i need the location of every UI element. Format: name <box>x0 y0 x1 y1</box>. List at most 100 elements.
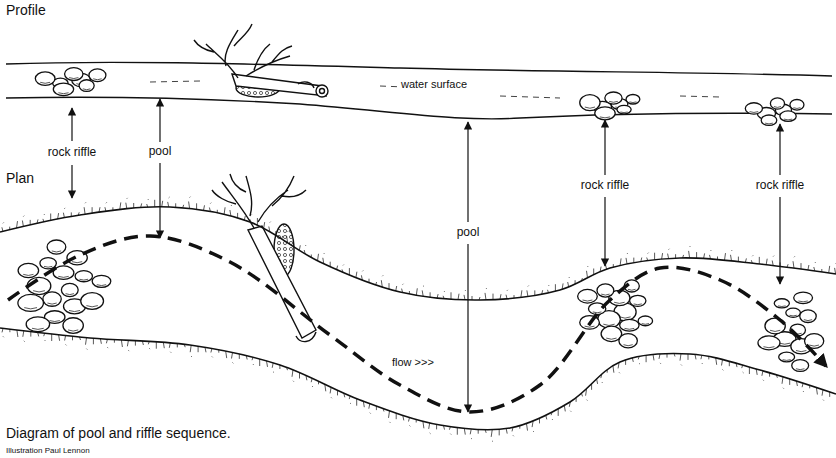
rock-shading <box>620 317 631 318</box>
rock-shading <box>774 106 781 108</box>
rock <box>47 240 66 254</box>
rock-shading <box>24 308 37 309</box>
rock-shading <box>603 324 614 325</box>
rock <box>26 317 49 332</box>
water-surface-line <box>6 62 832 76</box>
rock-shading <box>72 262 82 263</box>
rock-shading <box>66 293 74 295</box>
rock-shading <box>779 343 790 344</box>
rock-shading <box>796 368 804 370</box>
fallen-tree-plan <box>212 174 316 342</box>
rock-shading <box>68 330 78 331</box>
rock-shading <box>804 319 812 321</box>
rock-shading <box>58 92 68 94</box>
flow-label: flow >>> <box>392 356 434 369</box>
rock-shading <box>83 88 91 90</box>
rock-shading <box>798 300 807 302</box>
view-title: Plan <box>6 170 34 186</box>
rock <box>774 299 789 308</box>
riffle-label: rock riffle <box>754 179 806 193</box>
rock-shading <box>642 323 649 325</box>
rock <box>75 271 92 282</box>
flow-path <box>8 236 826 412</box>
rock <box>81 293 104 310</box>
rock-shading <box>93 78 101 80</box>
rock-shading <box>40 82 50 83</box>
rock <box>63 318 83 334</box>
rock-shading <box>784 119 792 121</box>
rock <box>617 105 631 114</box>
rock-shading <box>47 303 56 304</box>
rock <box>786 308 801 317</box>
rock-shading <box>620 111 627 113</box>
rock-shading <box>600 116 610 118</box>
rock-shading <box>783 359 791 361</box>
rock-shading <box>585 326 595 327</box>
pool-label: pool <box>147 145 174 159</box>
stream-bed-line <box>6 97 832 119</box>
rock-shading <box>750 111 759 113</box>
rock-shading <box>23 274 33 275</box>
rock <box>40 258 56 269</box>
rock <box>619 334 638 348</box>
rock <box>18 263 39 277</box>
pool-label: pool <box>455 226 482 240</box>
rock-shading <box>630 101 637 103</box>
view-title: Profile <box>6 2 46 18</box>
riffle-label: rock riffle <box>46 146 98 160</box>
pool-arrow <box>467 122 468 222</box>
rock-shading <box>770 330 780 331</box>
rock <box>626 95 640 104</box>
rock <box>580 95 600 111</box>
rock-shading <box>583 300 593 301</box>
rock-shading <box>609 101 618 103</box>
rock-shading <box>789 315 796 317</box>
riffle-arrow <box>71 108 72 141</box>
rock <box>620 319 639 331</box>
rock <box>800 310 816 323</box>
rock <box>79 80 94 92</box>
rock <box>780 111 796 122</box>
profile-view <box>6 24 832 119</box>
pool-arrow <box>159 163 160 238</box>
rock <box>597 284 614 297</box>
rock <box>790 99 804 110</box>
rock <box>792 360 809 372</box>
dimension-arrows <box>72 99 780 412</box>
rock <box>43 292 61 306</box>
plan-view <box>0 68 836 442</box>
rock-shading <box>634 303 642 305</box>
riffle-arrow <box>71 165 72 198</box>
rock <box>758 336 780 350</box>
rock <box>794 292 813 304</box>
rock-shading <box>32 328 44 329</box>
riffle-arrow <box>779 124 780 175</box>
rock <box>578 289 598 303</box>
rock-shading <box>765 123 773 125</box>
rock-shading <box>585 107 595 108</box>
rock-shading <box>33 291 45 292</box>
rock-shading <box>796 351 806 352</box>
rock-shading <box>79 279 88 281</box>
rock-shading <box>606 338 616 339</box>
rock-shading <box>69 77 78 79</box>
water-surface-label: water surface <box>399 78 469 91</box>
bank-texture <box>2 197 836 300</box>
rock-shading <box>86 306 97 307</box>
rock <box>770 98 784 109</box>
riffle-arrow <box>604 197 605 266</box>
caption: Diagram of pool and riffle sequence. <box>6 425 231 441</box>
rock-shading <box>623 345 632 346</box>
rock-shading <box>58 276 68 277</box>
rock <box>18 294 44 311</box>
riffle-label: rock riffle <box>579 179 631 193</box>
rock <box>595 107 615 120</box>
rock-shading <box>44 266 52 268</box>
rock <box>761 115 777 125</box>
rock-shading <box>778 305 786 307</box>
rock <box>630 295 646 306</box>
rock-shading <box>52 251 61 252</box>
rock <box>745 103 762 114</box>
riffle-arrow <box>604 120 605 175</box>
